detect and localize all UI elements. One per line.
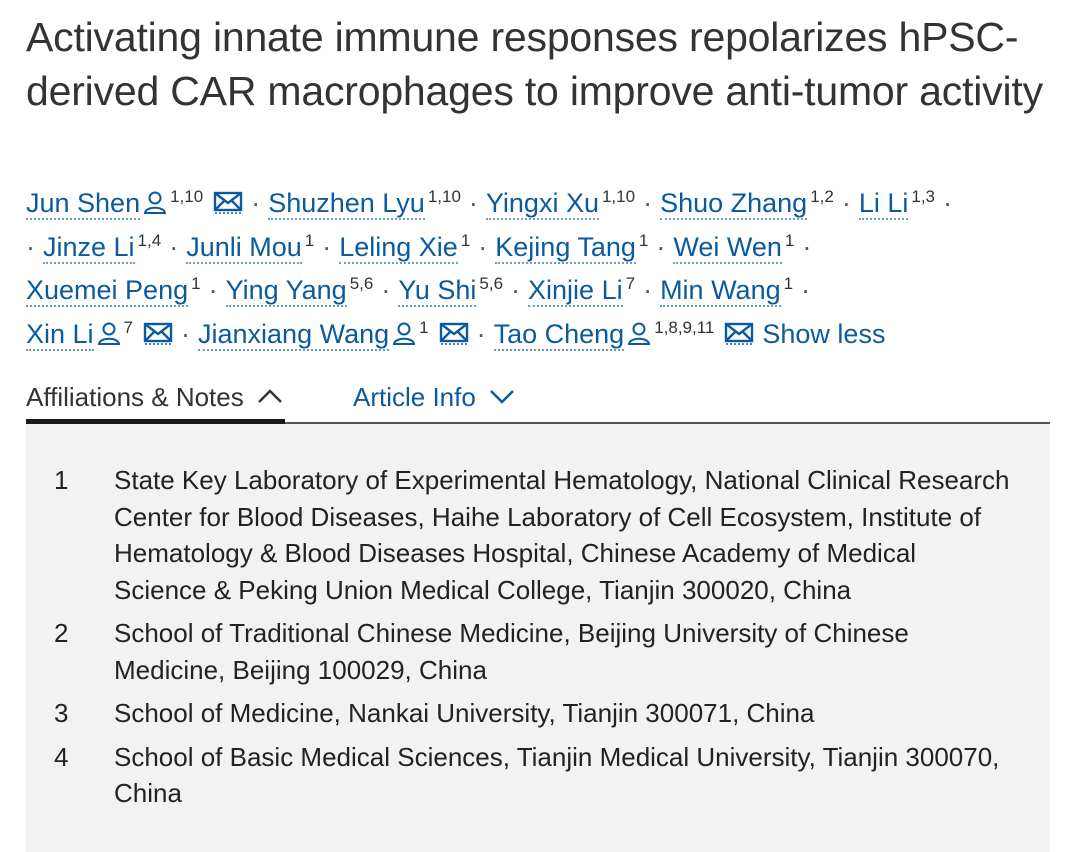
affiliation-item: 4 School of Basic Medical Sciences, Tianj… bbox=[26, 739, 1050, 812]
author-separator: · bbox=[478, 231, 488, 262]
author-separator: · bbox=[801, 275, 811, 306]
author-affiliation-numbers: 1,10 bbox=[170, 187, 204, 206]
article-title: Activating innate immune responses repol… bbox=[26, 14, 1043, 114]
author-affiliation-numbers: 7 bbox=[123, 318, 134, 338]
author-affiliation-numbers: 1,10 bbox=[427, 187, 461, 206]
author-name[interactable]: Leling Xie bbox=[339, 231, 458, 264]
tab-affiliations-label: Affiliations & Notes bbox=[26, 382, 244, 412]
author-name[interactable]: Yingxi Xu bbox=[485, 188, 599, 220]
mail-icon[interactable] bbox=[439, 321, 469, 345]
author-affiliation-numbers: 1 bbox=[304, 230, 315, 250]
mail-icon[interactable] bbox=[213, 190, 243, 214]
author-name[interactable]: Min Wang bbox=[660, 275, 781, 308]
chevron-up-icon bbox=[257, 376, 283, 414]
author-separator: · bbox=[169, 231, 179, 262]
person-icon[interactable] bbox=[143, 190, 167, 214]
author-name[interactable]: Tao Cheng bbox=[493, 319, 625, 352]
affiliation-number: 2 bbox=[54, 618, 69, 648]
author-separator: · bbox=[841, 188, 851, 218]
affiliation-text: School of Basic Medical Sciences, Tianji… bbox=[114, 741, 1000, 809]
author-separator: · bbox=[643, 188, 653, 218]
affiliations-panel: 1 State Key Laboratory of Experimental He… bbox=[26, 424, 1050, 852]
author-name[interactable]: Wei Wen bbox=[673, 231, 782, 264]
author-affiliation-numbers: 1 bbox=[460, 230, 471, 250]
author-separator: · bbox=[643, 275, 653, 306]
tab-affiliations-notes[interactable]: Affiliations & Notes bbox=[26, 376, 285, 425]
author-affiliation-numbers: 1,3 bbox=[911, 187, 935, 206]
author-separator: · bbox=[26, 231, 35, 262]
author-separator: · bbox=[802, 231, 812, 262]
author-affiliation-numbers: 5,6 bbox=[479, 274, 504, 294]
author-affiliation-numbers: 1 bbox=[784, 230, 795, 250]
show-less-button[interactable]: Show less bbox=[762, 319, 886, 350]
author-name[interactable]: Li Li bbox=[858, 188, 909, 220]
active-tab-indicator bbox=[26, 419, 285, 425]
mail-icon[interactable] bbox=[143, 321, 173, 345]
affiliation-number: 4 bbox=[54, 741, 69, 772]
author-separator: · bbox=[656, 231, 666, 262]
author-affiliation-numbers: 1,4 bbox=[137, 230, 162, 250]
author-affiliation-numbers: 7 bbox=[625, 274, 636, 294]
author-name[interactable]: Jun Shen bbox=[26, 188, 141, 220]
affiliation-text: School of Medicine, Nankai University, T… bbox=[114, 698, 815, 728]
mail-icon[interactable] bbox=[724, 321, 754, 345]
author-name[interactable]: Shuzhen Lyu bbox=[268, 188, 425, 220]
author-affiliation-numbers: 1,8,9,11 bbox=[654, 318, 715, 338]
author-affiliation-numbers: 1,2 bbox=[810, 187, 834, 206]
affiliation-number: 3 bbox=[54, 698, 69, 728]
author-separator: · bbox=[322, 231, 332, 262]
author-name[interactable]: Jinze Li bbox=[43, 231, 135, 264]
author-separator: · bbox=[476, 319, 486, 350]
tab-article-info-label: Article Info bbox=[353, 382, 476, 412]
author-name[interactable]: Junli Mou bbox=[186, 231, 302, 264]
person-icon[interactable] bbox=[97, 321, 121, 346]
tab-bar: Affiliations & Notes Article Info bbox=[26, 372, 1050, 425]
author-separator: · bbox=[208, 275, 218, 306]
author-name[interactable]: Shuo Zhang bbox=[660, 188, 808, 220]
affiliation-number: 1 bbox=[54, 465, 69, 495]
affiliation-text: School of Traditional Chinese Medicine, … bbox=[114, 618, 909, 685]
author-name[interactable]: Yu Shi bbox=[398, 275, 477, 308]
author-name[interactable]: Xin Li bbox=[26, 319, 94, 352]
author-separator: · bbox=[381, 275, 391, 306]
author-affiliation-numbers: 1 bbox=[419, 318, 429, 338]
affiliation-item: 1 State Key Laboratory of Experimental He… bbox=[26, 462, 1050, 608]
affiliation-item: 3 School of Medicine, Nankai University, … bbox=[26, 695, 1050, 732]
author-affiliation-numbers: 1,10 bbox=[601, 187, 636, 206]
author-name[interactable]: Kejing Tang bbox=[495, 231, 636, 264]
author-affiliation-numbers: 1 bbox=[783, 274, 794, 294]
author-affiliation-numbers: 5,6 bbox=[349, 274, 374, 294]
person-icon[interactable] bbox=[392, 321, 416, 346]
author-separator: · bbox=[251, 188, 261, 218]
author-separator: · bbox=[943, 188, 952, 218]
author-separator: · bbox=[511, 275, 521, 306]
author-name[interactable]: Ying Yang bbox=[225, 275, 347, 308]
author-name[interactable]: Xinjie Li bbox=[528, 275, 623, 308]
affiliation-text: State Key Laboratory of Experimental Hem… bbox=[114, 465, 1010, 605]
author-affiliation-numbers: 1 bbox=[191, 274, 201, 294]
affiliation-list: 1 State Key Laboratory of Experimental He… bbox=[26, 424, 1050, 812]
tab-article-info[interactable]: Article Info bbox=[353, 376, 515, 416]
author-affiliation-numbers: 1 bbox=[638, 230, 649, 250]
author-name[interactable]: Jianxiang Wang bbox=[198, 319, 390, 352]
author-separator: · bbox=[181, 319, 191, 350]
author-name[interactable]: Xuemei Peng bbox=[26, 275, 189, 308]
affiliation-item: 2 School of Traditional Chinese Medicine,… bbox=[26, 615, 1050, 688]
person-icon[interactable] bbox=[627, 321, 651, 346]
author-separator: · bbox=[468, 188, 478, 218]
chevron-down-icon bbox=[489, 376, 515, 414]
